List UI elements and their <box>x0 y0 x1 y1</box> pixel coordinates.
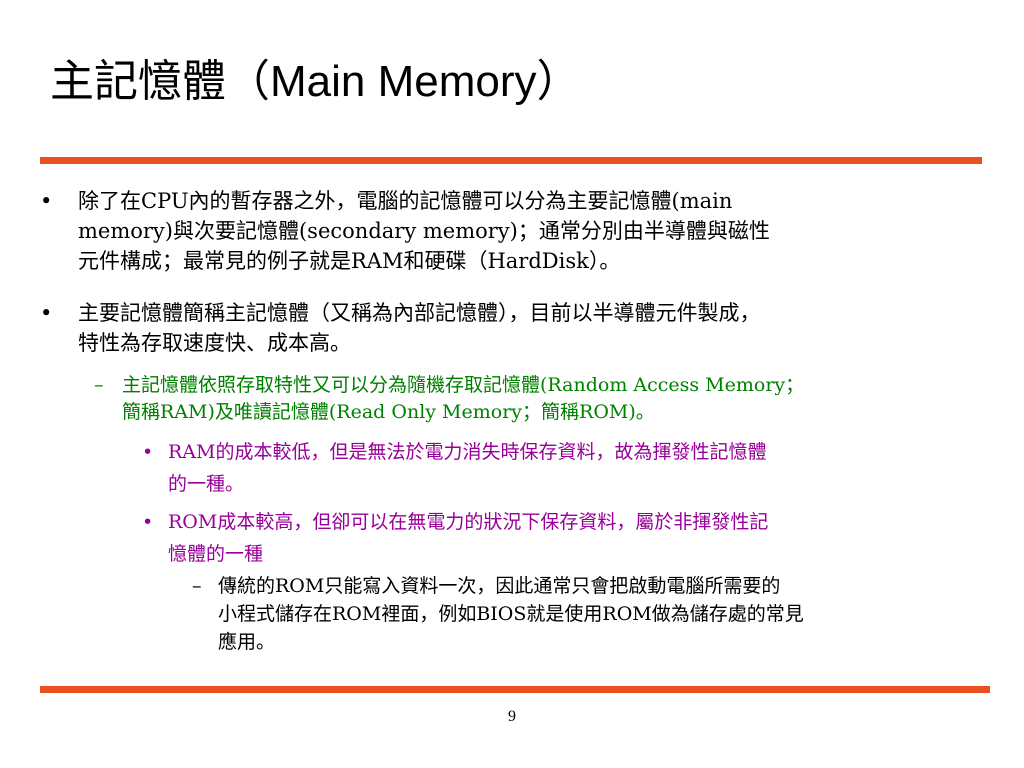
bullet-marker: • <box>40 301 53 325</box>
bullet-item-1: • 除了在CPU內的暫存器之外，電腦的記憶體可以分為主要記憶體(main mem… <box>40 186 770 276</box>
title-cjk-close: ） <box>536 56 581 107</box>
bullet-item-4: • RAM的成本較低，但是無法於電力消失時保存資料，故為揮發性記憶體 的一種。 <box>142 436 767 500</box>
dash-marker: – <box>94 374 104 396</box>
title-latin: Main Memory <box>270 57 537 106</box>
bullet-marker: • <box>40 189 53 213</box>
bullet-text-line: memory)與次要記憶體(secondary memory)；通常分別由半導體… <box>78 219 770 243</box>
bullet-item-2: • 主要記憶體簡稱主記憶體（又稱為內部記憶體），目前以半導體元件製成， 特性為存… <box>40 298 761 358</box>
title-cjk-open: 主記憶體（ <box>50 56 270 107</box>
bullet-text-line: 傳統的ROM只能寫入資料一次，因此通常只會把啟動電腦所需要的 <box>218 575 781 597</box>
bullet-item-6: – 傳統的ROM只能寫入資料一次，因此通常只會把啟動電腦所需要的 小程式儲存在R… <box>192 572 804 656</box>
footer-divider <box>40 686 990 693</box>
bullet-text-line: 除了在CPU內的暫存器之外，電腦的記憶體可以分為主要記憶體(main <box>78 189 733 213</box>
bullet-text-line: RAM的成本較低，但是無法於電力消失時保存資料，故為揮發性記憶體 <box>168 441 767 463</box>
bullet-item-5: • ROM成本較高，但卻可以在無電力的狀況下保存資料，屬於非揮發性記 憶體的一種 <box>142 506 769 570</box>
bullet-text-line: 特性為存取速度快、成本高。 <box>78 331 351 355</box>
bullet-text-line: 小程式儲存在ROM裡面，例如BIOS就是使用ROM做為儲存處的常見 <box>218 603 804 625</box>
bullet-text-line: 應用。 <box>218 631 276 653</box>
bullet-marker: • <box>142 511 154 533</box>
title-divider <box>40 157 982 164</box>
bullet-text-line: 簡稱RAM)及唯讀記憶體(Read Only Memory；簡稱ROM)。 <box>122 401 655 423</box>
dash-marker: – <box>192 575 202 597</box>
bullet-text-line: 主記憶體依照存取特性又可以分為隨機存取記憶體(Random Access Mem… <box>122 374 805 396</box>
page-number: 9 <box>508 708 516 725</box>
bullet-text-line: 的一種。 <box>168 473 245 495</box>
bullet-item-3: – 主記憶體依照存取特性又可以分為隨機存取記憶體(Random Access M… <box>94 372 805 426</box>
bullet-text-line: 主要記憶體簡稱主記憶體（又稱為內部記憶體），目前以半導體元件製成， <box>78 301 761 325</box>
slide-title: 主記憶體（Main Memory） <box>50 52 581 112</box>
bullet-text-line: 憶體的一種 <box>168 543 264 565</box>
bullet-text-line: 元件構成；最常見的例子就是RAM和硬碟（HardDisk）。 <box>78 249 621 273</box>
bullet-marker: • <box>142 441 154 463</box>
bullet-text-line: ROM成本較高，但卻可以在無電力的狀況下保存資料，屬於非揮發性記 <box>168 511 769 533</box>
